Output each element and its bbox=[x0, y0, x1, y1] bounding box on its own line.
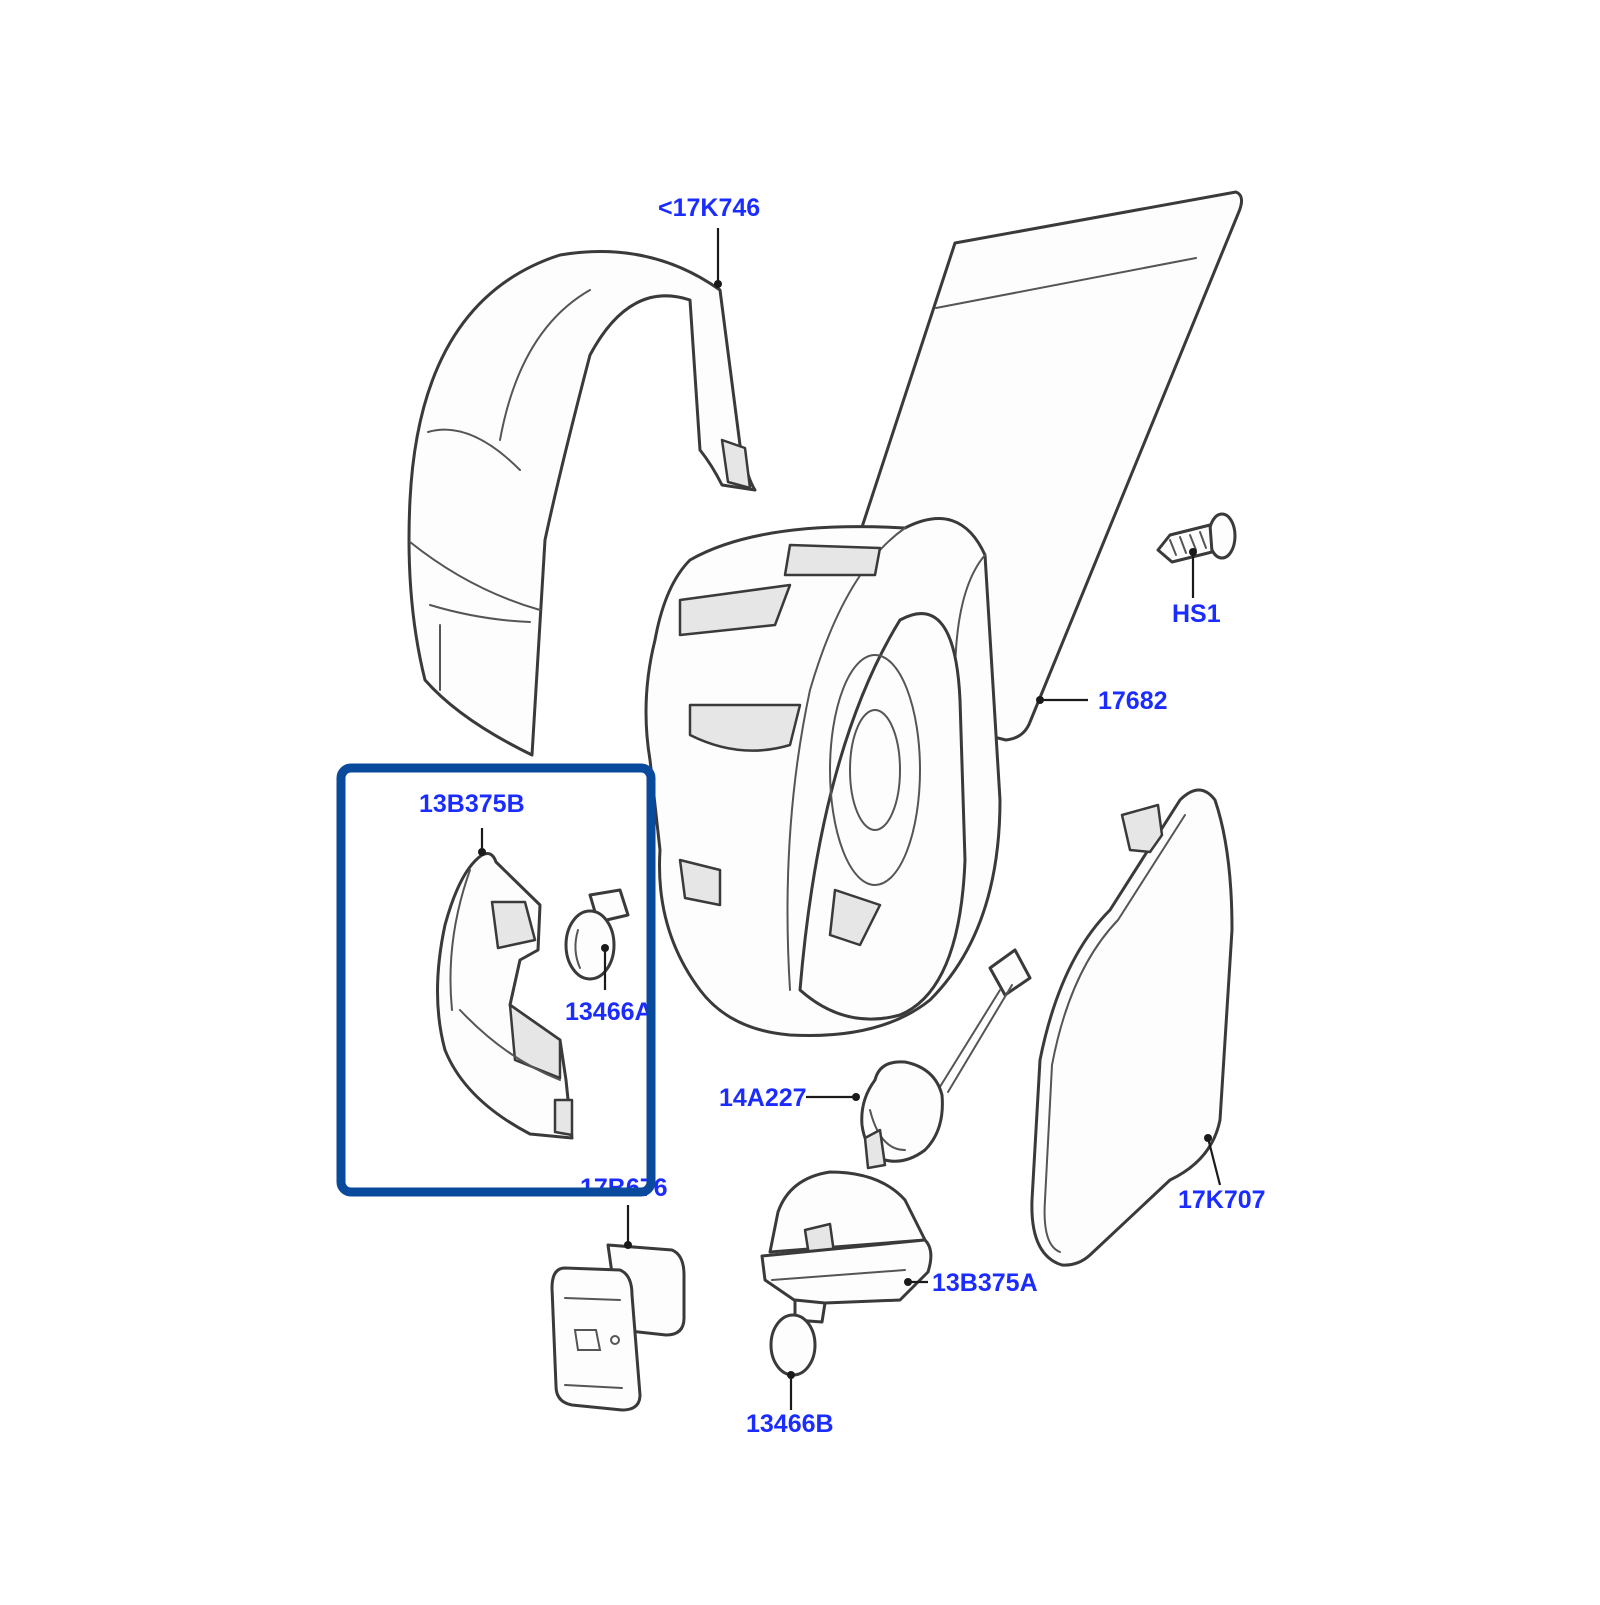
screw-hs1 bbox=[1156, 512, 1237, 564]
puddle-lamp-13b375a bbox=[760, 1170, 933, 1306]
label-hs1[interactable]: HS1 bbox=[1172, 600, 1221, 628]
label-13466a[interactable]: 13466A bbox=[565, 998, 653, 1026]
mirror-cap-17k746 bbox=[407, 250, 757, 757]
indicator-lens-13b375b bbox=[436, 852, 574, 1140]
part-labels: <17K746 HS1 17682 13B375B 13466A 14A227 … bbox=[419, 194, 1266, 1438]
highlight-box bbox=[336, 763, 656, 1197]
socket-14a227 bbox=[860, 948, 1032, 1170]
label-14a227[interactable]: 14A227 bbox=[719, 1084, 807, 1112]
leader-lines bbox=[478, 228, 1222, 1410]
label-17682[interactable]: 17682 bbox=[1098, 687, 1168, 715]
label-17k746[interactable]: <17K746 bbox=[658, 194, 760, 222]
label-13b375a[interactable]: 13B375A bbox=[932, 1269, 1038, 1297]
mirror-housing bbox=[644, 517, 1002, 1038]
label-13466b[interactable]: 13466B bbox=[746, 1410, 834, 1438]
mirror-glass-17k707 bbox=[1030, 788, 1234, 1267]
bulb-13466b bbox=[769, 1298, 827, 1377]
label-17k707[interactable]: 17K707 bbox=[1178, 1186, 1266, 1214]
label-13b375b[interactable]: 13B375B bbox=[419, 790, 525, 818]
bulb-13466a bbox=[564, 888, 630, 981]
switch-17b676 bbox=[550, 1243, 686, 1412]
